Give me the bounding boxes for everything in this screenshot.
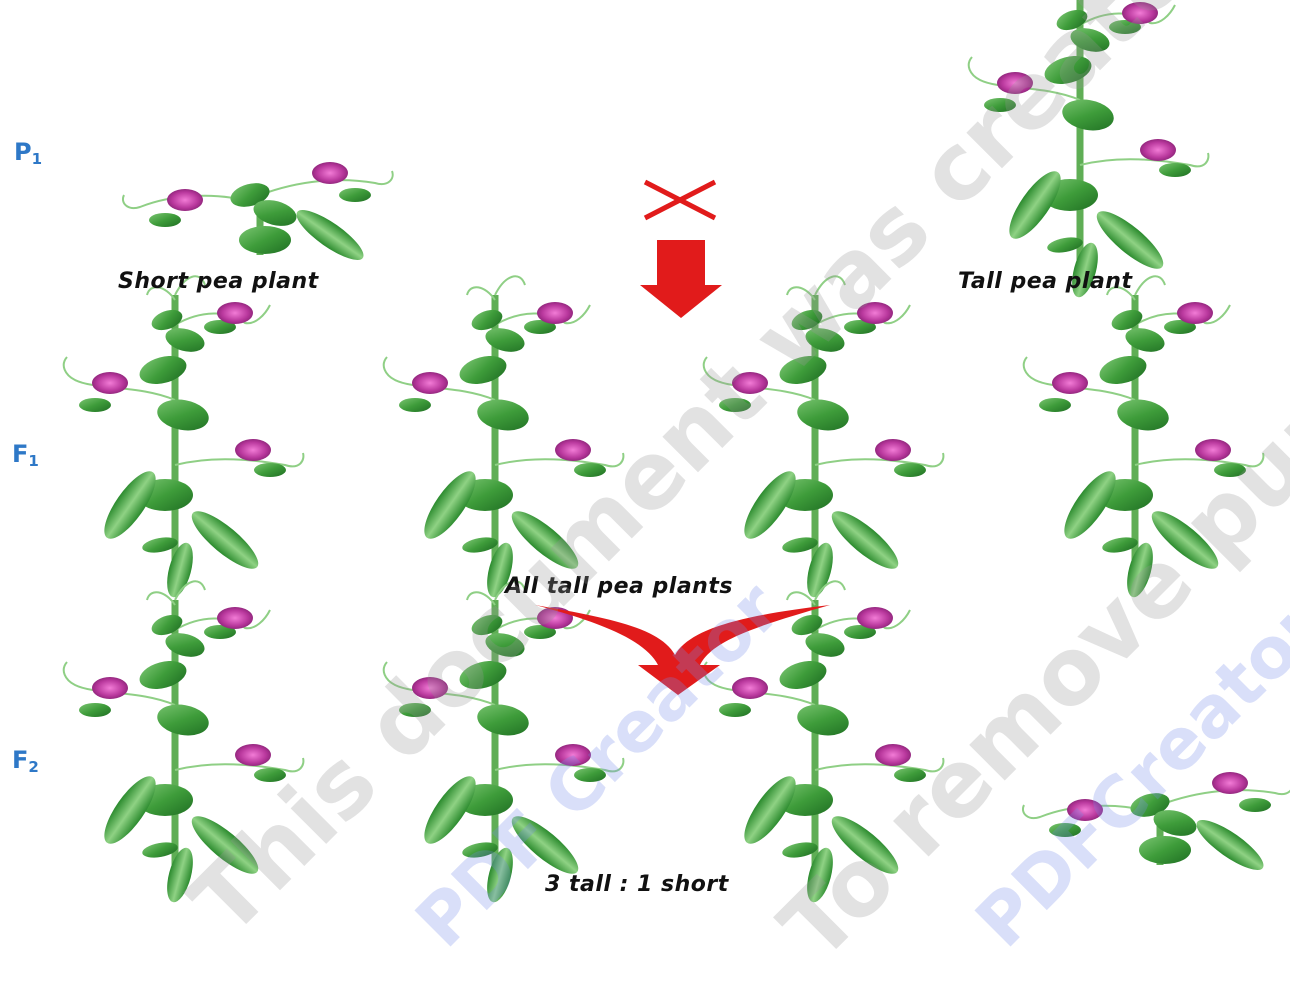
caption-tall-parent: Tall pea plant [958,269,1133,294]
caption-f2-ratio: 3 tall : 1 short [545,872,729,897]
generation-subscript: 1 [28,452,39,470]
down-arrow [640,240,722,318]
generation-label-f2: F2 [12,748,39,775]
generation-subscript: 1 [31,150,43,168]
f1-plant-2 [384,276,624,600]
f2-plant-2 [384,581,624,903]
curved-arrow [535,605,830,695]
f2-short-plant [1023,772,1290,878]
f1-plant-1 [64,276,304,600]
f1-plant-3 [704,276,944,600]
f2-plant-1 [64,581,304,903]
generation-label-p1: P1 [14,140,42,167]
caption-short-parent: Short pea plant [118,269,319,294]
generation-letter: F [12,440,29,468]
generation-letter: P [14,138,32,166]
generation-subscript: 2 [28,758,39,776]
caption-f1-result: All tall pea plants [505,574,733,599]
f1-plant-4 [1024,276,1264,600]
tall-parent-plant [969,0,1209,300]
cross-symbol [643,179,717,221]
plants-layer [0,0,1290,903]
short-parent-plant [123,162,393,268]
generation-letter: F [12,746,29,774]
generation-label-f1: F1 [12,442,39,469]
